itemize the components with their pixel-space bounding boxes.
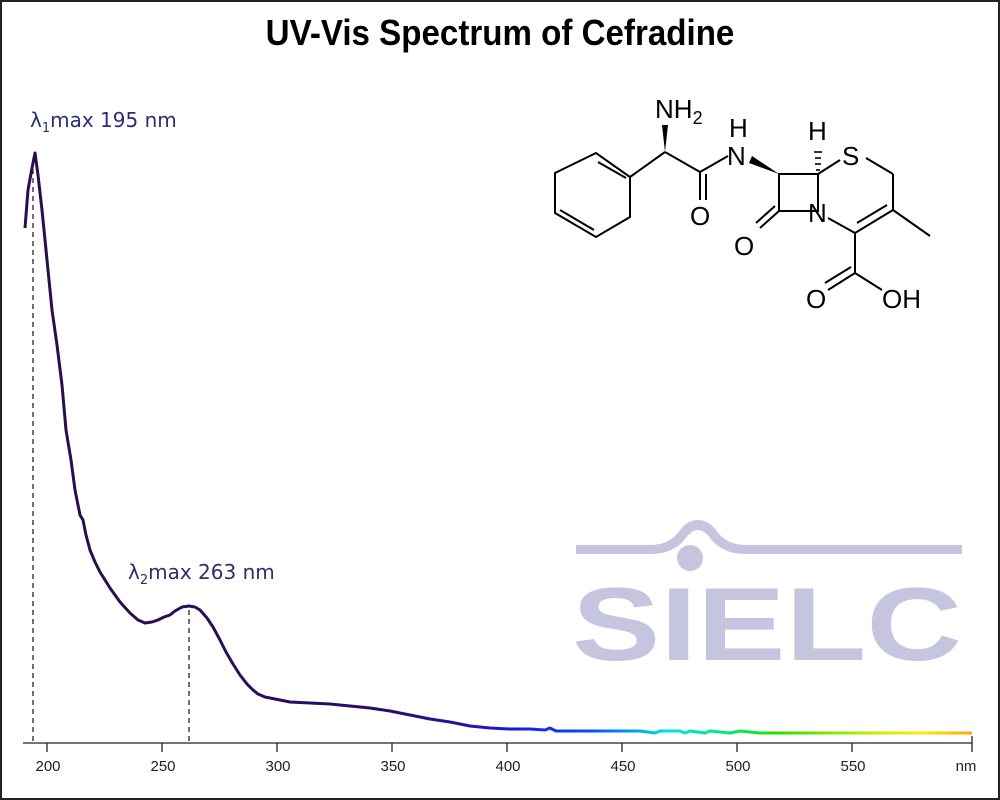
- sielc-watermark: SIELC: [572, 520, 962, 683]
- svg-text:O: O: [690, 201, 710, 231]
- cefradine-structure: [554, 151, 931, 291]
- hash-bond: [814, 151, 822, 171]
- svg-text:OH: OH: [882, 284, 921, 314]
- x-axis: [23, 736, 973, 752]
- svg-text:O: O: [806, 284, 826, 314]
- svg-text:NH2: NH2: [655, 94, 703, 128]
- svg-text:N: N: [727, 141, 746, 171]
- wedge-bond-n: [749, 156, 779, 174]
- svg-text:450: 450: [610, 758, 635, 775]
- svg-text:500: 500: [725, 758, 750, 775]
- svg-text:SIELC: SIELC: [572, 567, 962, 683]
- svg-text:nm: nm: [956, 758, 977, 775]
- svg-text:N: N: [808, 198, 827, 228]
- spectrum-curve: [23, 151, 972, 735]
- chart-title: UV-Vis Spectrum of Cefradine: [265, 12, 735, 53]
- svg-text:300: 300: [265, 758, 290, 775]
- peak1-label: λ1max 195 nm: [30, 108, 177, 136]
- svg-text:400: 400: [495, 758, 520, 775]
- wedge-bond: [662, 125, 668, 152]
- svg-text:200: 200: [35, 758, 60, 775]
- peak2-label: λ2max 263 nm: [128, 560, 275, 588]
- svg-text:350: 350: [380, 758, 405, 775]
- svg-text:S: S: [842, 141, 859, 171]
- svg-text:H: H: [808, 116, 827, 146]
- svg-text:550: 550: [840, 758, 865, 775]
- structure-labels: NH2 H N H S O O N O OH: [655, 94, 921, 314]
- svg-text:250: 250: [150, 758, 175, 775]
- svg-text:H: H: [729, 113, 748, 143]
- svg-text:O: O: [734, 231, 754, 261]
- x-tick-labels: 200 250 300 350 400 450 500 550 nm: [35, 758, 976, 775]
